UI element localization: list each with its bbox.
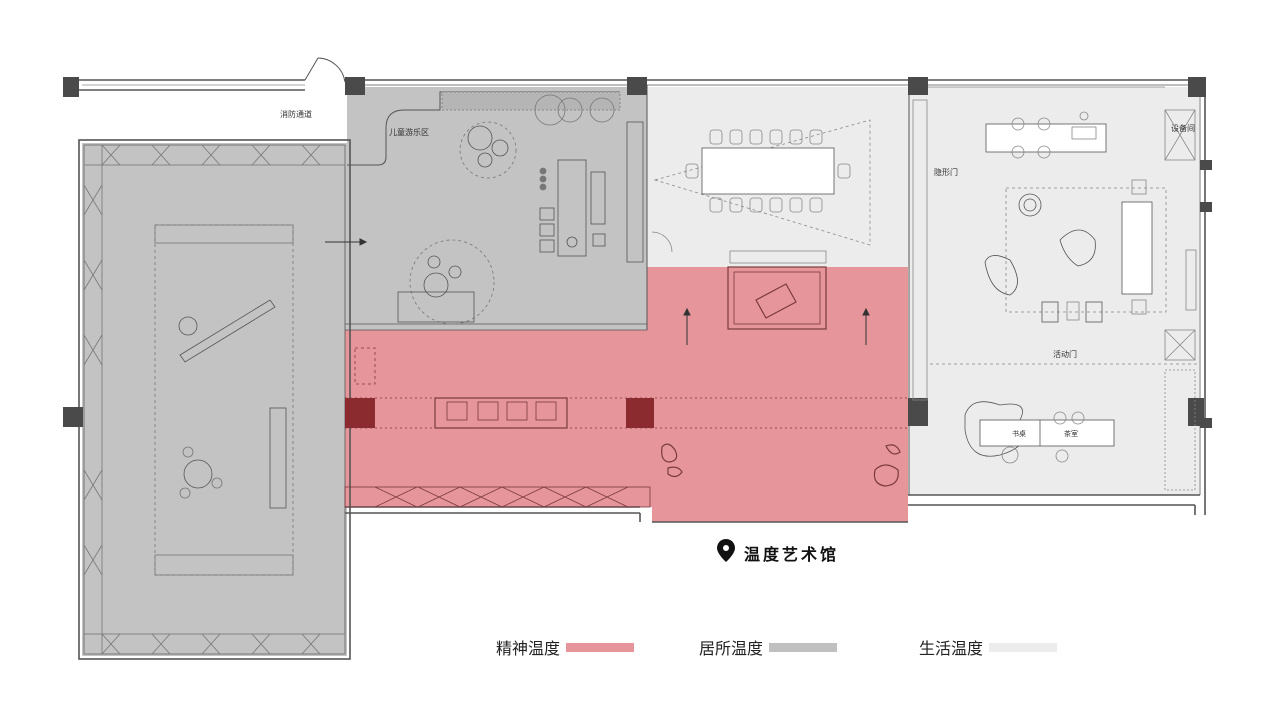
columns-red-zone bbox=[345, 398, 654, 428]
kids-area-label: 儿童游乐区 bbox=[389, 127, 429, 137]
legend-item-home: 居所温度 bbox=[699, 636, 838, 658]
kids-area-zone bbox=[347, 87, 647, 330]
equipment-room-label: 设备间 bbox=[1171, 123, 1195, 133]
legend-label-life: 生活温度 bbox=[919, 639, 984, 658]
legend-label-spirit: 精神温度 bbox=[496, 639, 561, 658]
desk-label: 书桌 bbox=[1012, 429, 1026, 438]
fire-exit-label: 消防通道 bbox=[280, 109, 312, 119]
venue-name: 温度艺术馆 bbox=[744, 545, 840, 564]
legend-label-home: 居所温度 bbox=[699, 639, 764, 658]
legend-item-life: 生活温度 bbox=[919, 636, 1058, 658]
location-pin-icon bbox=[717, 539, 735, 562]
sliding-door-label: 活动门 bbox=[1053, 349, 1077, 359]
legend-item-spirit: 精神温度 bbox=[496, 636, 635, 658]
legend-swatch-life bbox=[989, 642, 1058, 652]
spirit-zone bbox=[345, 267, 908, 522]
tea-table-label: 茶室 bbox=[1064, 429, 1078, 438]
hidden-door-label: 隐形门 bbox=[934, 167, 958, 177]
legend-swatch-home bbox=[769, 642, 838, 652]
terrace-zone bbox=[82, 143, 347, 656]
legend-swatch-spirit bbox=[566, 642, 635, 652]
columns bbox=[63, 77, 1212, 428]
